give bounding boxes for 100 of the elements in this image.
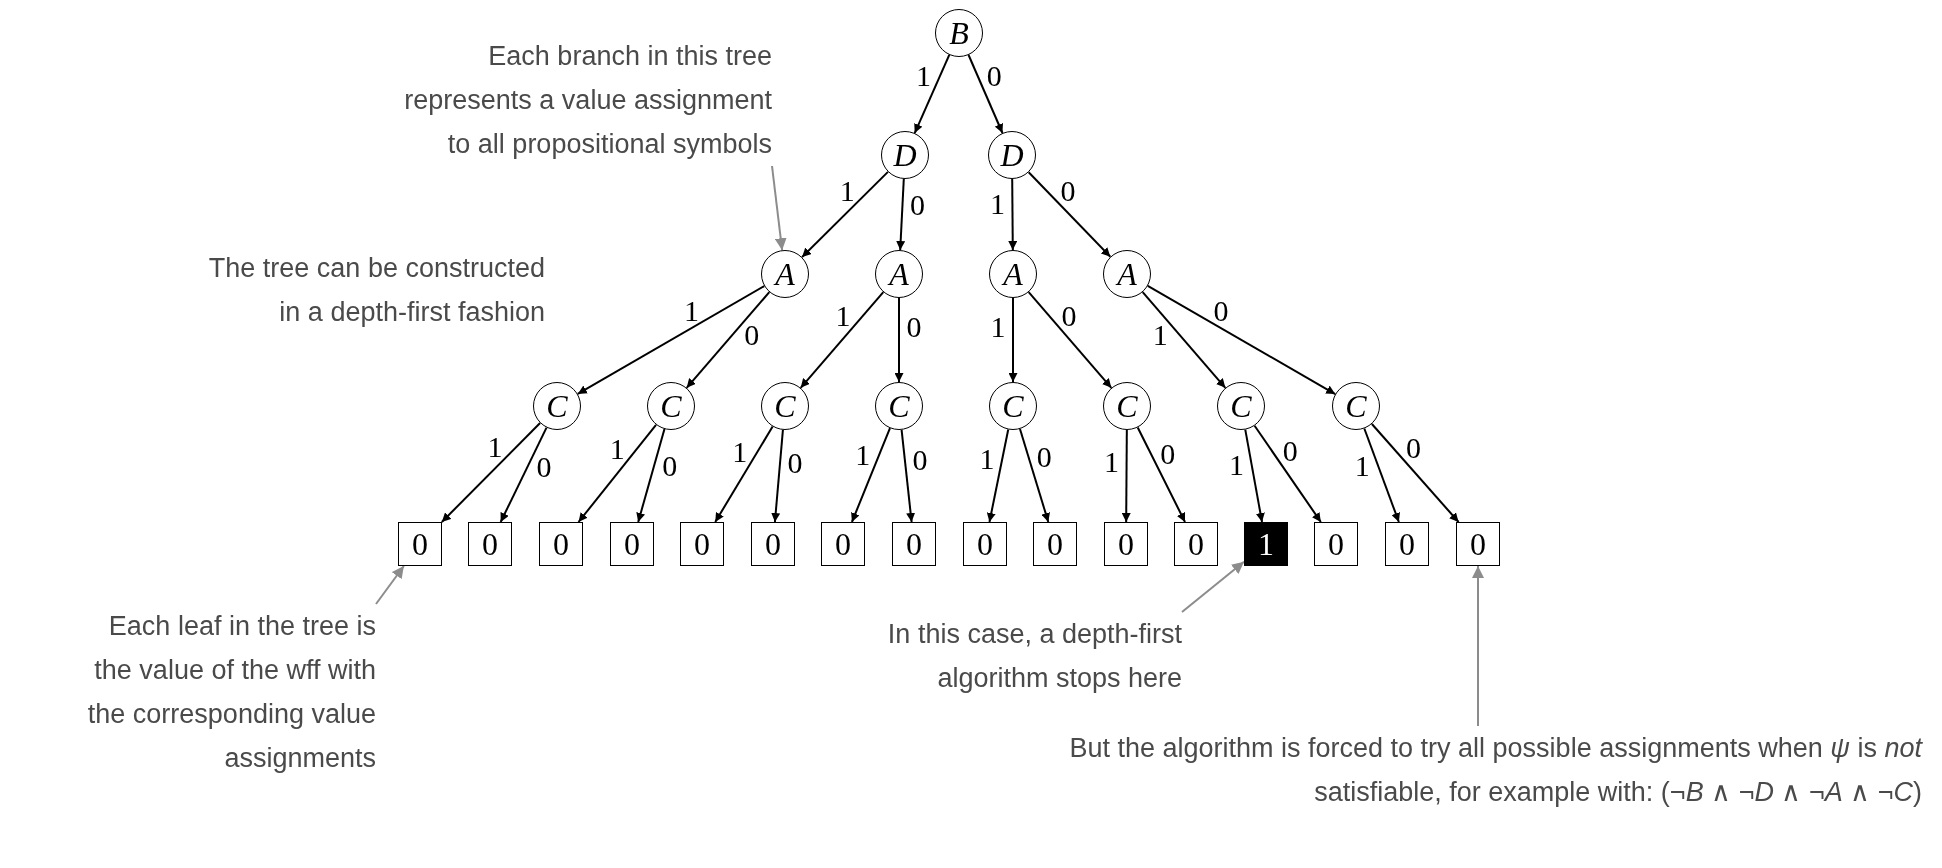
edge-label: 0 [787,448,803,479]
edge-label: 1 [732,437,748,468]
annotation-text: Each leaf in the tree is the value of the wff with the corresponding value assignments [70,604,376,780]
annotation-text: The tree can be constructed in a depth-first fashion [195,246,545,334]
edge-label: 1 [979,443,995,474]
variable-circle: A [989,250,1037,298]
leaf-value-box: 0 [610,522,654,566]
arrow [1363,427,1400,523]
edge-label: 0 [986,61,1002,92]
edge-label: 0 [1036,442,1052,473]
edge-label: 1 [855,440,871,471]
edge-label: 1 [915,61,931,92]
edge-label: 0 [906,312,922,343]
edge-label: 1 [989,188,1005,219]
edge-label: 0 [912,445,928,476]
arrow [913,53,951,135]
edge-label: 1 [1354,451,1370,482]
variable-circle: B [935,9,983,57]
edge-label: 0 [1213,295,1229,326]
leader-arrow [1181,560,1245,613]
arrow [1253,424,1322,523]
variable-circle: C [1332,382,1380,430]
leaf-value-box: 0 [1385,522,1429,566]
arrow [771,428,784,523]
arrow [714,425,774,523]
edge-label: 1 [683,295,699,326]
leaf-value-box: 0 [1314,522,1358,566]
arrow [1136,426,1186,523]
arrow [440,422,542,523]
arrow [1244,428,1265,523]
edge-label: 1 [990,312,1006,343]
edge-label: 1 [609,434,625,465]
arrow [1146,285,1337,395]
leaf-value-box: 0 [1033,522,1077,566]
variable-circle: A [761,250,809,298]
leaf-value-box: 0 [751,522,795,566]
leaf-value-box: 0 [680,522,724,566]
variable-circle: A [875,250,923,298]
variable-circle: A [1103,250,1151,298]
arrow [850,427,891,523]
edge-label: 0 [1060,176,1076,207]
arrow [1008,178,1018,251]
arrow [1027,291,1113,389]
arrow [576,285,766,395]
leader-arrow [1472,565,1484,727]
edge-label: 0 [1282,435,1298,466]
variable-circle: C [1217,382,1265,430]
edge-label: 0 [1405,433,1421,464]
variable-circle: C [533,382,581,430]
arrow [636,428,666,523]
edge-label: 1 [835,300,851,331]
arrow [499,426,548,523]
arrow [1027,171,1112,258]
arrow [1019,427,1050,523]
arrow [799,291,885,389]
edge-label: 1 [1104,447,1120,478]
variable-circle: C [1103,382,1151,430]
edge-label: 1 [487,432,503,463]
arrow [900,428,916,523]
annotation-text: Each branch in this tree represents a value assignment to all propositional symbols [382,34,772,166]
leaf-value-box: 0 [1104,522,1148,566]
variable-circle: C [761,382,809,430]
arrow [894,297,904,383]
leaf-value-box: 0 [1456,522,1500,566]
variable-circle: D [988,131,1036,179]
arrow [1370,423,1460,523]
arrow [896,177,906,252]
edge-label: 0 [1061,300,1077,331]
arrow [967,54,1004,134]
edge-label: 0 [1160,438,1176,469]
annotation-text: In this case, a depth-first algorithm stops here [842,612,1182,700]
edge-label: 0 [536,452,552,483]
arrow [801,170,889,259]
arrow [1121,429,1131,523]
annotation-text: But the algorithm is forced to try all possible assignments when ψ is not satisfiable, for example with: (¬B ∧ ¬D ∧ ¬A ∧ ¬C) [1012,726,1922,814]
variable-circle: C [647,382,695,430]
leaf-value-box: 0 [539,522,583,566]
leader-arrow [375,565,405,605]
edge-label: 1 [1228,449,1244,480]
leaf-value-box: 0 [892,522,936,566]
edge-label: 0 [910,189,925,220]
arrow [685,291,771,389]
leaf-value-box: 0 [963,522,1007,566]
edge-label: 1 [839,176,855,207]
leaf-value-box: 0 [1174,522,1218,566]
leaf-value-box: 0 [821,522,865,566]
arrow [986,428,1010,523]
variable-circle: C [989,382,1037,430]
edge-label: 1 [1152,320,1168,351]
edge-label: 0 [744,320,760,351]
variable-circle: D [881,131,929,179]
arrow [1008,297,1018,383]
leaf-value-box: 0 [468,522,512,566]
leader-arrow [771,165,787,252]
edge-label: 0 [662,450,678,481]
arrow [577,423,658,523]
leaf-value-box: 1 [1244,522,1288,566]
leaf-value-box: 0 [398,522,442,566]
arrow [1141,291,1227,389]
variable-circle: C [875,382,923,430]
